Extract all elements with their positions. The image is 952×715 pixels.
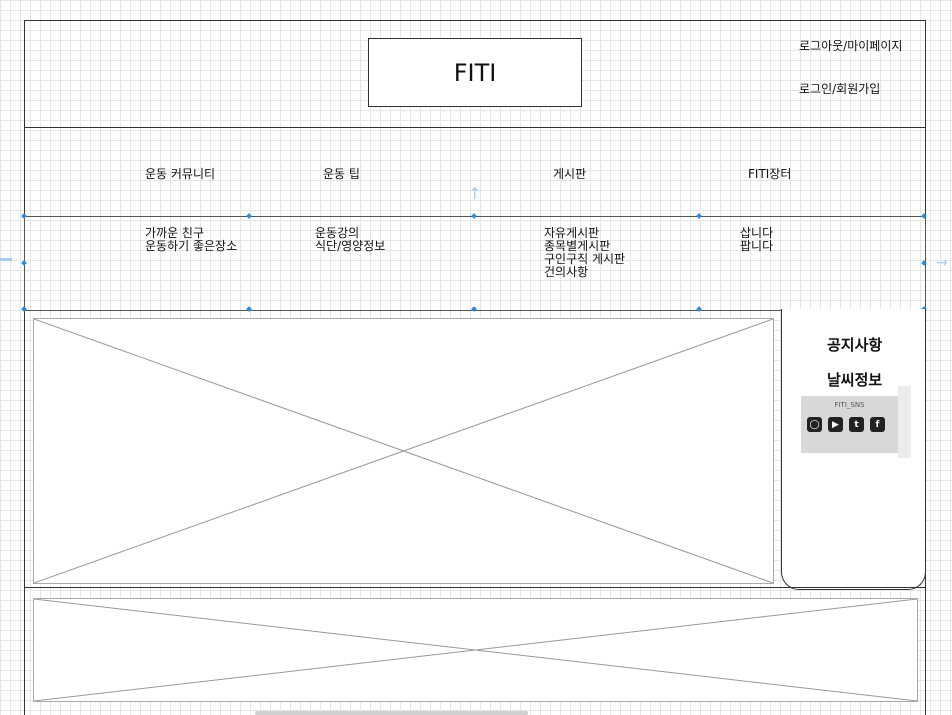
youtube-icon[interactable]: ▶ bbox=[828, 417, 843, 432]
notice-title[interactable]: 공지사항 bbox=[827, 336, 883, 354]
submenu-item[interactable]: 팝니다 bbox=[740, 239, 774, 253]
header-divider bbox=[24, 127, 926, 128]
arrow-right-icon[interactable]: → bbox=[936, 255, 948, 271]
submenu-item[interactable]: 운동하기 좋은장소 bbox=[145, 239, 238, 253]
placeholder-cross-icon bbox=[34, 319, 773, 583]
submenu-board: 자유게시판 종목별게시판 구인구직 게시판 건의사항 bbox=[544, 227, 625, 279]
nav-menu-community[interactable]: 운동 커뮤니티 bbox=[145, 167, 216, 181]
main-banner-placeholder[interactable] bbox=[33, 318, 774, 584]
submenu-item[interactable]: 건의사항 bbox=[544, 265, 589, 279]
submenu-market: 삽니다 팝니다 bbox=[740, 227, 773, 253]
bottom-banner-placeholder[interactable] bbox=[33, 598, 918, 702]
horizontal-scrollbar[interactable] bbox=[255, 711, 528, 715]
submenu-item[interactable]: 종목별게시판 bbox=[544, 239, 611, 253]
submenu-community: 가까운 친구 운동하기 좋은장소 bbox=[145, 227, 237, 253]
submenu-item[interactable]: 운동강의 bbox=[315, 226, 360, 240]
facebook-icon[interactable]: f bbox=[870, 417, 885, 432]
weather-title[interactable]: 날씨정보 bbox=[827, 371, 883, 389]
instagram-icon[interactable]: ◯ bbox=[807, 417, 822, 432]
submenu-item[interactable]: 삽니다 bbox=[740, 226, 774, 240]
arrow-left-icon[interactable] bbox=[0, 258, 12, 261]
logout-mypage-link[interactable]: 로그아웃/마이페이지 bbox=[799, 39, 903, 53]
twitter-icon[interactable]: t bbox=[849, 417, 864, 432]
submenu-tips: 운동강의 식단/영양정보 bbox=[315, 227, 385, 253]
submenu-item[interactable]: 구인구직 게시판 bbox=[544, 252, 626, 266]
site-logo[interactable]: FITI bbox=[368, 38, 582, 107]
nav-menu-board[interactable]: 게시판 bbox=[553, 167, 587, 181]
nav-menu-market[interactable]: FITI장터 bbox=[748, 167, 792, 181]
submenu-item[interactable]: 가까운 친구 bbox=[145, 226, 205, 240]
submenu-item[interactable]: 식단/영양정보 bbox=[315, 239, 386, 253]
arrow-up-icon[interactable]: ↑ bbox=[468, 184, 482, 203]
nav-menu-tips[interactable]: 운동 팁 bbox=[323, 167, 360, 181]
sns-widget-edge bbox=[898, 386, 911, 458]
submenu-item[interactable]: 자유게시판 bbox=[544, 226, 600, 240]
content-divider bbox=[24, 587, 926, 588]
sns-title: FITI_SNS bbox=[834, 401, 865, 409]
header-top-border bbox=[24, 20, 926, 21]
placeholder-cross-icon bbox=[34, 599, 917, 701]
sns-widget: FITI_SNS ◯ ▶ t f bbox=[801, 396, 898, 453]
login-signup-link[interactable]: 로그인/회원가입 bbox=[799, 82, 881, 96]
